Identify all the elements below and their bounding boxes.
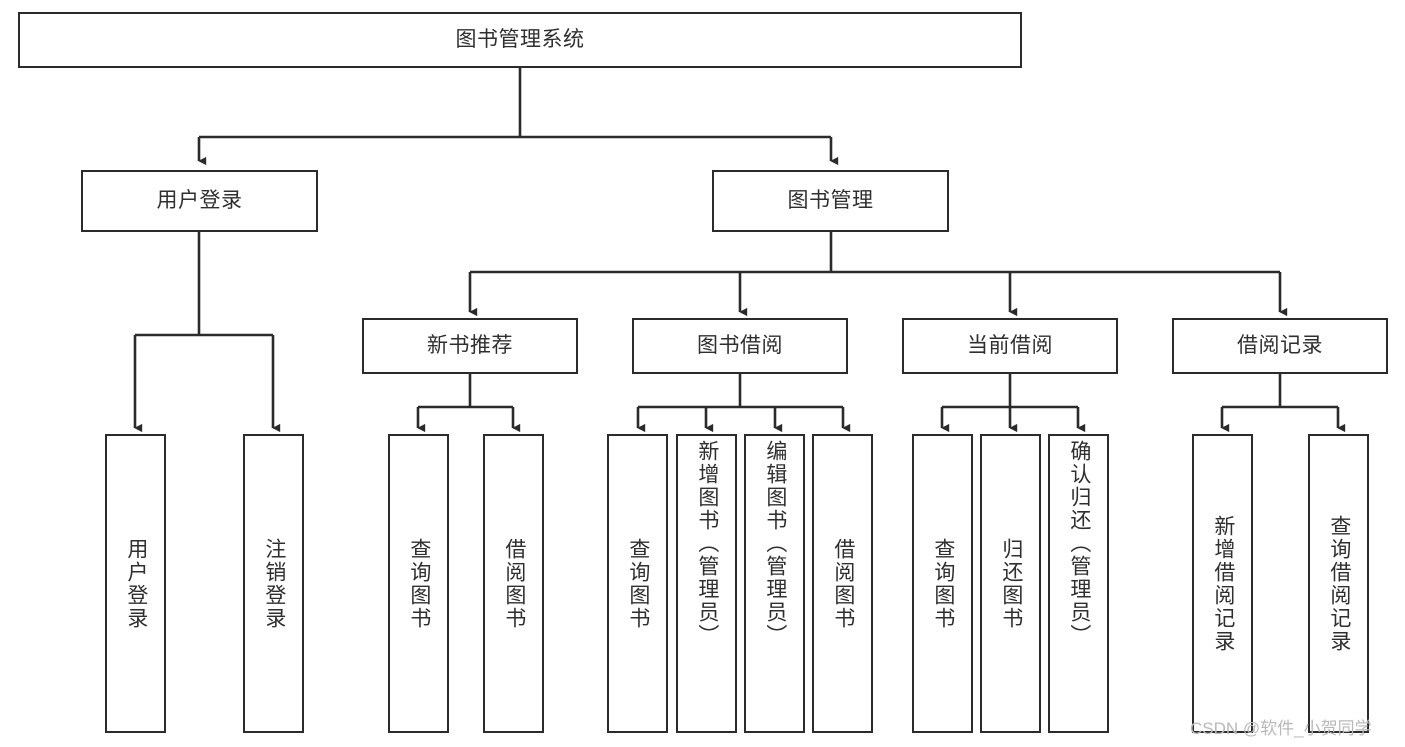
node-leaf-query-borrow-record-label: 查询借阅记录 bbox=[1327, 514, 1351, 653]
node-leaf-borrow-book-2-label: 借阅图书 bbox=[831, 537, 855, 630]
node-leaf-confirm-return-admin[interactable]: 确认归还（管理员） bbox=[1048, 434, 1109, 733]
node-leaf-confirm-return-admin-label: 确认归还（管理员） bbox=[1067, 440, 1091, 647]
node-leaf-borrow-book-2[interactable]: 借阅图书 bbox=[812, 434, 873, 733]
node-borrow-record-label: 借阅记录 bbox=[1237, 333, 1323, 357]
node-leaf-user-logout-label: 注销登录 bbox=[262, 537, 286, 630]
node-leaf-user-login[interactable]: 用户登录 bbox=[105, 434, 166, 733]
node-new-book-recommend-label: 新书推荐 bbox=[427, 333, 513, 357]
node-leaf-edit-book-admin[interactable]: 编辑图书（管理员） bbox=[744, 434, 805, 733]
node-leaf-query-book-3-label: 查询图书 bbox=[931, 537, 955, 630]
node-leaf-query-book-2-label: 查询图书 bbox=[626, 537, 650, 630]
node-leaf-add-book-admin[interactable]: 新增图书（管理员） bbox=[676, 434, 737, 733]
csdn-watermark: CSDN @软件_小贺同学 bbox=[1190, 719, 1372, 738]
node-leaf-query-book-1[interactable]: 查询图书 bbox=[388, 434, 449, 733]
node-book-manage-label: 图书管理 bbox=[787, 188, 874, 212]
node-borrow-record[interactable]: 借阅记录 bbox=[1172, 318, 1388, 374]
node-book-borrow[interactable]: 图书借阅 bbox=[632, 318, 848, 374]
node-book-borrow-label: 图书借阅 bbox=[697, 333, 783, 357]
node-leaf-user-logout[interactable]: 注销登录 bbox=[243, 434, 304, 733]
node-leaf-query-book-3[interactable]: 查询图书 bbox=[912, 434, 973, 733]
node-leaf-return-book[interactable]: 归还图书 bbox=[980, 434, 1041, 733]
node-leaf-edit-book-admin-label: 编辑图书（管理员） bbox=[763, 440, 787, 647]
node-current-borrow[interactable]: 当前借阅 bbox=[902, 318, 1118, 374]
node-root[interactable]: 图书管理系统 bbox=[18, 12, 1022, 68]
node-leaf-borrow-book-1[interactable]: 借阅图书 bbox=[483, 434, 544, 733]
node-leaf-return-book-label: 归还图书 bbox=[999, 537, 1023, 630]
node-book-manage[interactable]: 图书管理 bbox=[712, 170, 949, 232]
node-current-borrow-label: 当前借阅 bbox=[967, 333, 1053, 357]
node-new-book-recommend[interactable]: 新书推荐 bbox=[362, 318, 578, 374]
node-leaf-user-login-label: 用户登录 bbox=[124, 537, 148, 630]
node-leaf-query-borrow-record[interactable]: 查询借阅记录 bbox=[1308, 434, 1369, 733]
node-user-login[interactable]: 用户登录 bbox=[81, 170, 318, 232]
node-leaf-add-borrow-record[interactable]: 新增借阅记录 bbox=[1192, 434, 1253, 733]
node-leaf-add-book-admin-label: 新增图书（管理员） bbox=[695, 440, 719, 647]
node-user-login-label: 用户登录 bbox=[156, 188, 243, 212]
node-leaf-borrow-book-1-label: 借阅图书 bbox=[502, 537, 526, 630]
node-leaf-add-borrow-record-label: 新增借阅记录 bbox=[1211, 514, 1235, 653]
node-leaf-query-book-1-label: 查询图书 bbox=[407, 537, 431, 630]
node-leaf-query-book-2[interactable]: 查询图书 bbox=[607, 434, 668, 733]
node-root-label: 图书管理系统 bbox=[455, 27, 585, 51]
